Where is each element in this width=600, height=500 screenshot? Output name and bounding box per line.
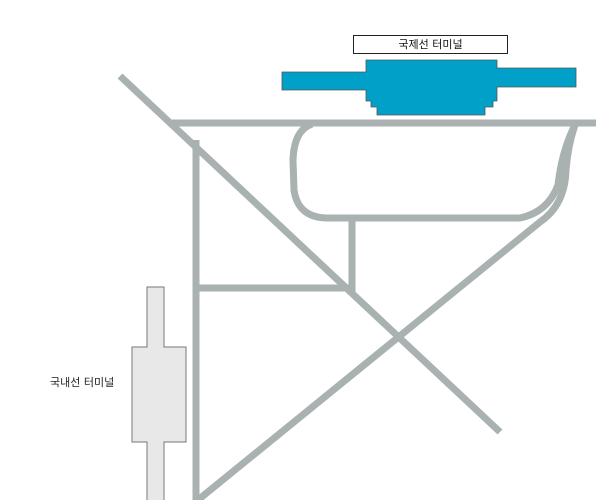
domestic-terminal-label: 국내선 터미널 [50,376,115,389]
international-terminal-building[interactable] [281,59,577,116]
domestic-terminal-building[interactable] [131,286,187,500]
road-loop [289,120,579,222]
road-diagonal-sw-ne [195,123,579,500]
road-diagonal-nw-se [117,73,503,435]
international-terminal-label: 국제선 터미널 [353,35,508,54]
roads [117,73,596,500]
